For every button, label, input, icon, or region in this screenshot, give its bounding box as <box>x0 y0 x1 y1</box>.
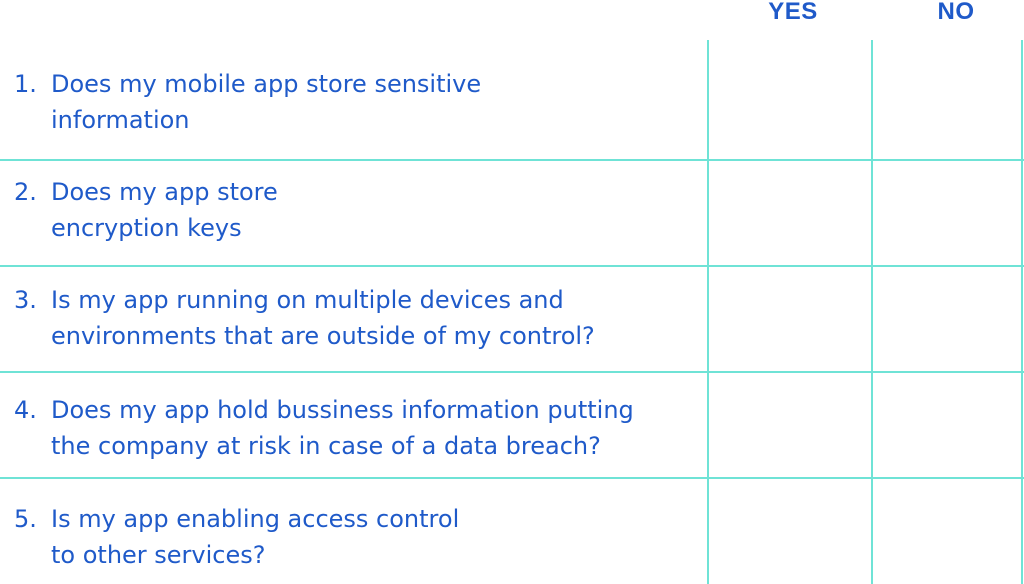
row-divider <box>0 265 1024 267</box>
yes-cell-1[interactable] <box>709 40 871 159</box>
yes-cell-4[interactable] <box>709 373 871 477</box>
yes-column-header: YES <box>768 0 818 25</box>
no-cell-3[interactable] <box>873 267 1021 371</box>
column-divider-yes <box>707 40 709 584</box>
no-column-header: NO <box>937 0 975 25</box>
question-number: 4. <box>14 396 37 424</box>
yes-cell-2[interactable] <box>709 161 871 265</box>
row-divider <box>0 477 1024 479</box>
row-divider <box>0 159 1024 161</box>
question-number: 3. <box>14 286 37 314</box>
question-text: Is my app enabling access control to oth… <box>51 505 460 569</box>
question-text: Does my app store encryption keys <box>51 178 278 242</box>
column-divider-right <box>1021 40 1023 584</box>
no-cell-2[interactable] <box>873 161 1021 265</box>
column-divider-no <box>871 40 873 584</box>
question-number: 5. <box>14 505 37 533</box>
question-number: 2. <box>14 178 37 206</box>
question-text: Does my app hold bussiness information p… <box>51 396 634 460</box>
question-text: Does my mobile app store sensitive infor… <box>51 70 482 134</box>
question-number: 1. <box>14 70 37 98</box>
no-cell-4[interactable] <box>873 373 1021 477</box>
yes-cell-3[interactable] <box>709 267 871 371</box>
no-cell-1[interactable] <box>873 40 1021 159</box>
table-header: YES NO <box>0 0 1024 40</box>
yes-cell-5[interactable] <box>709 479 871 584</box>
no-cell-5[interactable] <box>873 479 1021 584</box>
row-divider <box>0 371 1024 373</box>
question-text: Is my app running on multiple devices an… <box>51 286 595 350</box>
